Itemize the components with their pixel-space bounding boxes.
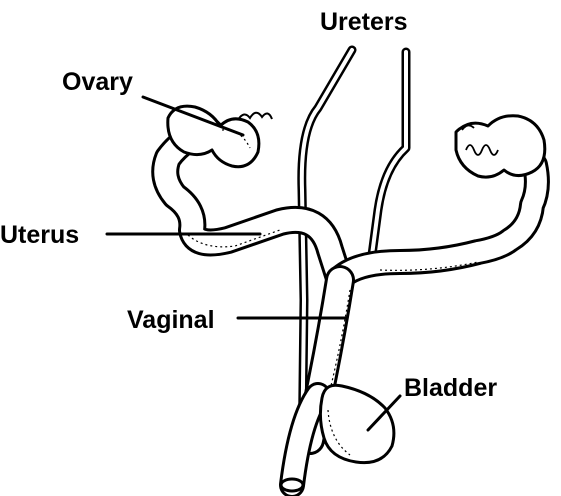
urethra bbox=[281, 395, 318, 491]
bladder bbox=[320, 385, 393, 462]
bladder-label: Bladder bbox=[404, 374, 497, 402]
ureter-right bbox=[370, 52, 406, 270]
ureters-label: Ureters bbox=[320, 8, 408, 36]
ovary-right bbox=[456, 116, 545, 177]
ovary-label: Ovary bbox=[62, 68, 133, 96]
uterus-label: Uterus bbox=[0, 221, 79, 249]
uterus-right-horn bbox=[338, 165, 537, 280]
vaginal-label: Vaginal bbox=[127, 306, 215, 334]
